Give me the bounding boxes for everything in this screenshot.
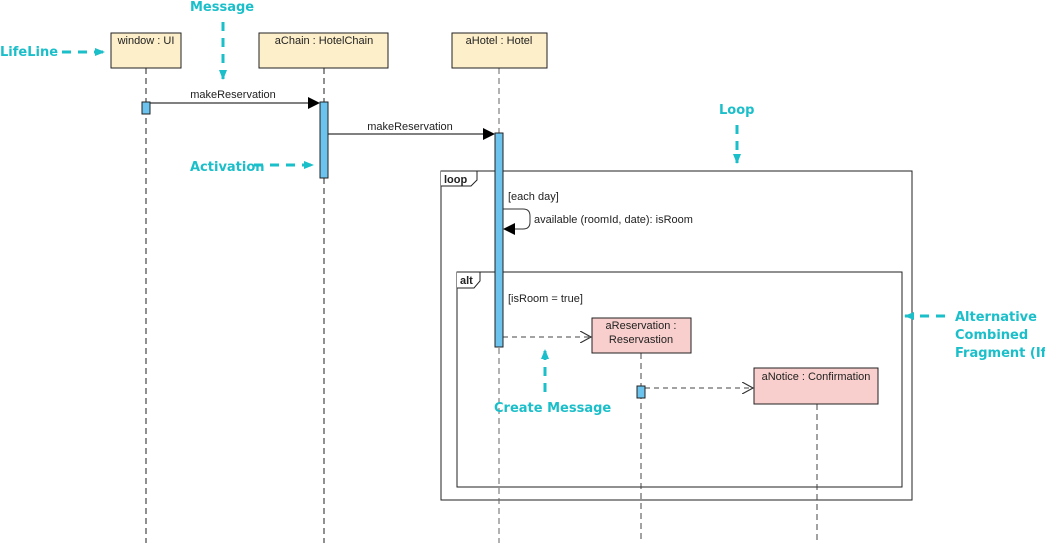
- lifeline-label-line1: aReservation :: [606, 320, 677, 332]
- message-2[interactable]: makeReservation: [328, 121, 495, 140]
- loop-annotation: Loop: [719, 103, 754, 118]
- loop-operator: loop: [444, 174, 467, 186]
- lifeline-head-window[interactable]: window : UI: [110, 32, 182, 69]
- lifeline-annotation: LifeLine: [0, 45, 58, 60]
- alt-annotation-line2: Combined: [955, 328, 1028, 343]
- message-label: makeReservation: [367, 121, 453, 133]
- alt-annotation-line3: Fragment (If): [955, 346, 1045, 361]
- lifeline-head-anotice[interactable]: aNotice : Confirmation: [753, 367, 879, 405]
- lifeline-head-ahotel[interactable]: aHotel : Hotel: [451, 32, 548, 69]
- activation-areservation[interactable]: [636, 385, 646, 399]
- activation-ahotel[interactable]: [494, 132, 504, 348]
- activation-annotation: Activation: [190, 160, 265, 175]
- lifeline-label: aHotel : Hotel: [466, 35, 533, 47]
- lifeline-label: window : UI: [117, 35, 175, 47]
- message-annotation: Message: [190, 0, 254, 15]
- alt-guard: [isRoom = true]: [508, 293, 583, 305]
- lifeline-label: aChain : HotelChain: [275, 35, 373, 47]
- message-1[interactable]: makeReservation: [150, 89, 320, 109]
- self-message[interactable]: available (roomId, date): isRoom: [503, 208, 693, 235]
- lifeline-head-achain[interactable]: aChain : HotelChain: [258, 32, 389, 69]
- alt-operator: alt: [460, 275, 473, 287]
- message-label: available (roomId, date): isRoom: [534, 214, 693, 226]
- lifeline-label: aNotice : Confirmation: [762, 371, 871, 383]
- loop-fragment[interactable]: loop [each day]: [440, 170, 913, 501]
- alt-annotation-line1: Alternative: [955, 310, 1037, 325]
- activation-achain[interactable]: [319, 101, 329, 179]
- create-message-annotation: Create Message: [494, 401, 611, 416]
- loop-guard: [each day]: [508, 191, 559, 203]
- activation-window[interactable]: [141, 101, 151, 115]
- lifeline-head-areservation[interactable]: aReservation : Reservastion: [591, 317, 692, 354]
- message-label: makeReservation: [190, 89, 276, 101]
- alt-fragment[interactable]: alt [isRoom = true]: [456, 271, 903, 488]
- lifeline-label-line2: Reservastion: [609, 334, 673, 346]
